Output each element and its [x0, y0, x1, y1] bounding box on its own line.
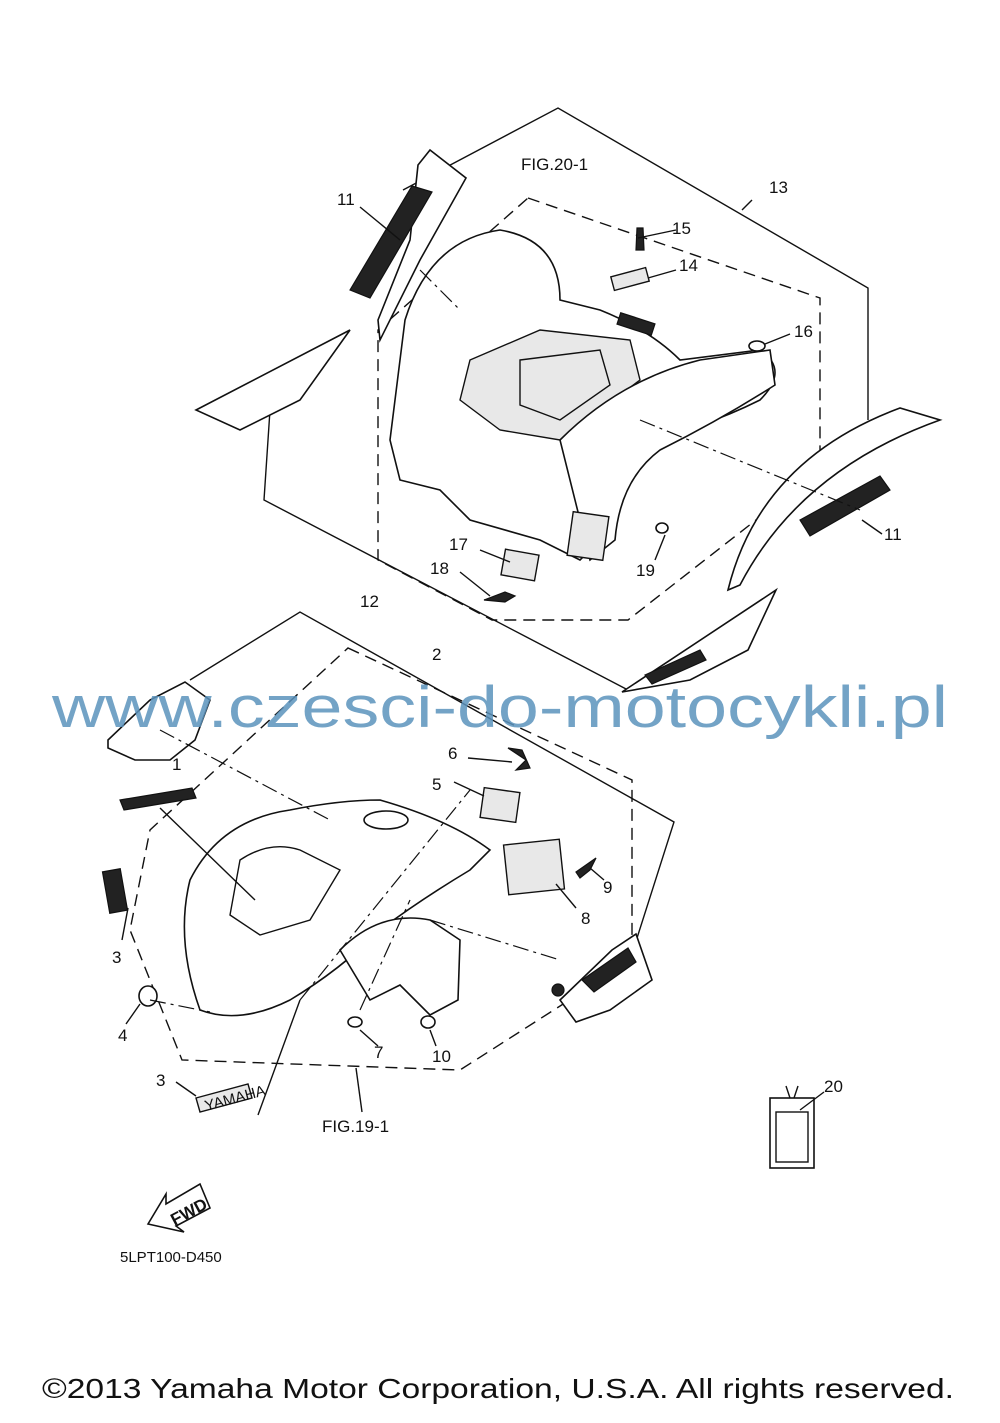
callout-2: 2 [432, 645, 441, 664]
assembly-outline-2 [189, 611, 675, 961]
callout-11-left: 11 [337, 190, 355, 209]
copyright-notice: ©2013 Yamaha Motor Corporation, U.S.A. A… [42, 1373, 954, 1404]
fuel-cap-opening [363, 810, 409, 830]
rear-fender-assembly [194, 107, 943, 693]
callout-20: 20 [824, 1077, 843, 1096]
raptor-decal-right [799, 475, 891, 537]
plate-14 [609, 266, 651, 292]
callout-16: 16 [794, 322, 813, 341]
right-side-panel [621, 587, 778, 693]
right-fender-strip [726, 407, 943, 592]
callout-19: 19 [636, 561, 655, 580]
tank-pad-decal [107, 681, 211, 761]
callout-7: 7 [374, 1043, 383, 1062]
callout-6: 6 [448, 744, 457, 763]
callout-18: 18 [430, 559, 449, 578]
left-fender-strip [377, 148, 468, 343]
grommet-19 [655, 522, 669, 534]
front-fender-assembly: YAMAHA [101, 611, 675, 1116]
callout-15: 15 [672, 219, 691, 238]
assembly-outline-13 [402, 107, 869, 420]
callout-17: 17 [449, 535, 468, 554]
rear-pad [566, 510, 610, 562]
callout-14: 14 [679, 256, 698, 275]
plate-17 [500, 548, 540, 582]
grommet-16 [748, 340, 766, 352]
callout-11-right: 11 [884, 525, 902, 544]
decal-3-side [101, 868, 129, 914]
front-fender-right [338, 917, 461, 1016]
panel-8 [502, 838, 566, 896]
front-fender-body [183, 799, 492, 1017]
figure-ref-top: FIG.20-1 [521, 155, 588, 174]
callout-12: 12 [360, 592, 379, 611]
rivet-15 [635, 227, 645, 251]
fwd-arrow-icon [146, 1182, 212, 1233]
bolt-head [551, 983, 565, 997]
callout-8: 8 [581, 909, 590, 928]
caution-tag-20 [769, 1085, 825, 1169]
raptor-decal-left [349, 185, 433, 299]
rivet-9 [575, 857, 597, 879]
left-side-panel [194, 329, 351, 431]
yamaha-decal-3 [195, 1083, 253, 1113]
callout-5: 5 [432, 775, 441, 794]
callout-13: 13 [769, 178, 788, 197]
grommet-7 [347, 1016, 363, 1028]
callout-10: 10 [432, 1047, 451, 1066]
grommet-10 [420, 1015, 436, 1029]
callout-9: 9 [603, 878, 612, 897]
callout-3-upper: 3 [112, 948, 121, 967]
diagram-code: 5LPT100-D450 [120, 1249, 222, 1266]
callout-4: 4 [118, 1026, 127, 1045]
callout-1: 1 [172, 755, 181, 774]
callout-3-lower: 3 [156, 1071, 165, 1090]
assembly-outline-12 [377, 197, 821, 621]
raptor-decal-1 [119, 787, 197, 811]
fwd-arrow: FWD [146, 1182, 212, 1233]
panel-5 [479, 786, 521, 824]
grommet-4 [138, 985, 158, 1007]
assembly-outline-1 [129, 647, 633, 1071]
rivet-18 [483, 591, 517, 603]
callout-labels: 11 13 15 14 16 11 17 18 19 12 2 6 5 1 9 … [112, 178, 902, 1096]
rivet-6 [507, 747, 531, 771]
watermark-text: www.czesci-do-motocykli.pl [51, 675, 948, 740]
figure-ref-bottom: FIG.19-1 [322, 1117, 389, 1136]
yamaha-badge-rear [616, 311, 656, 337]
rear-fender-right [559, 349, 776, 562]
